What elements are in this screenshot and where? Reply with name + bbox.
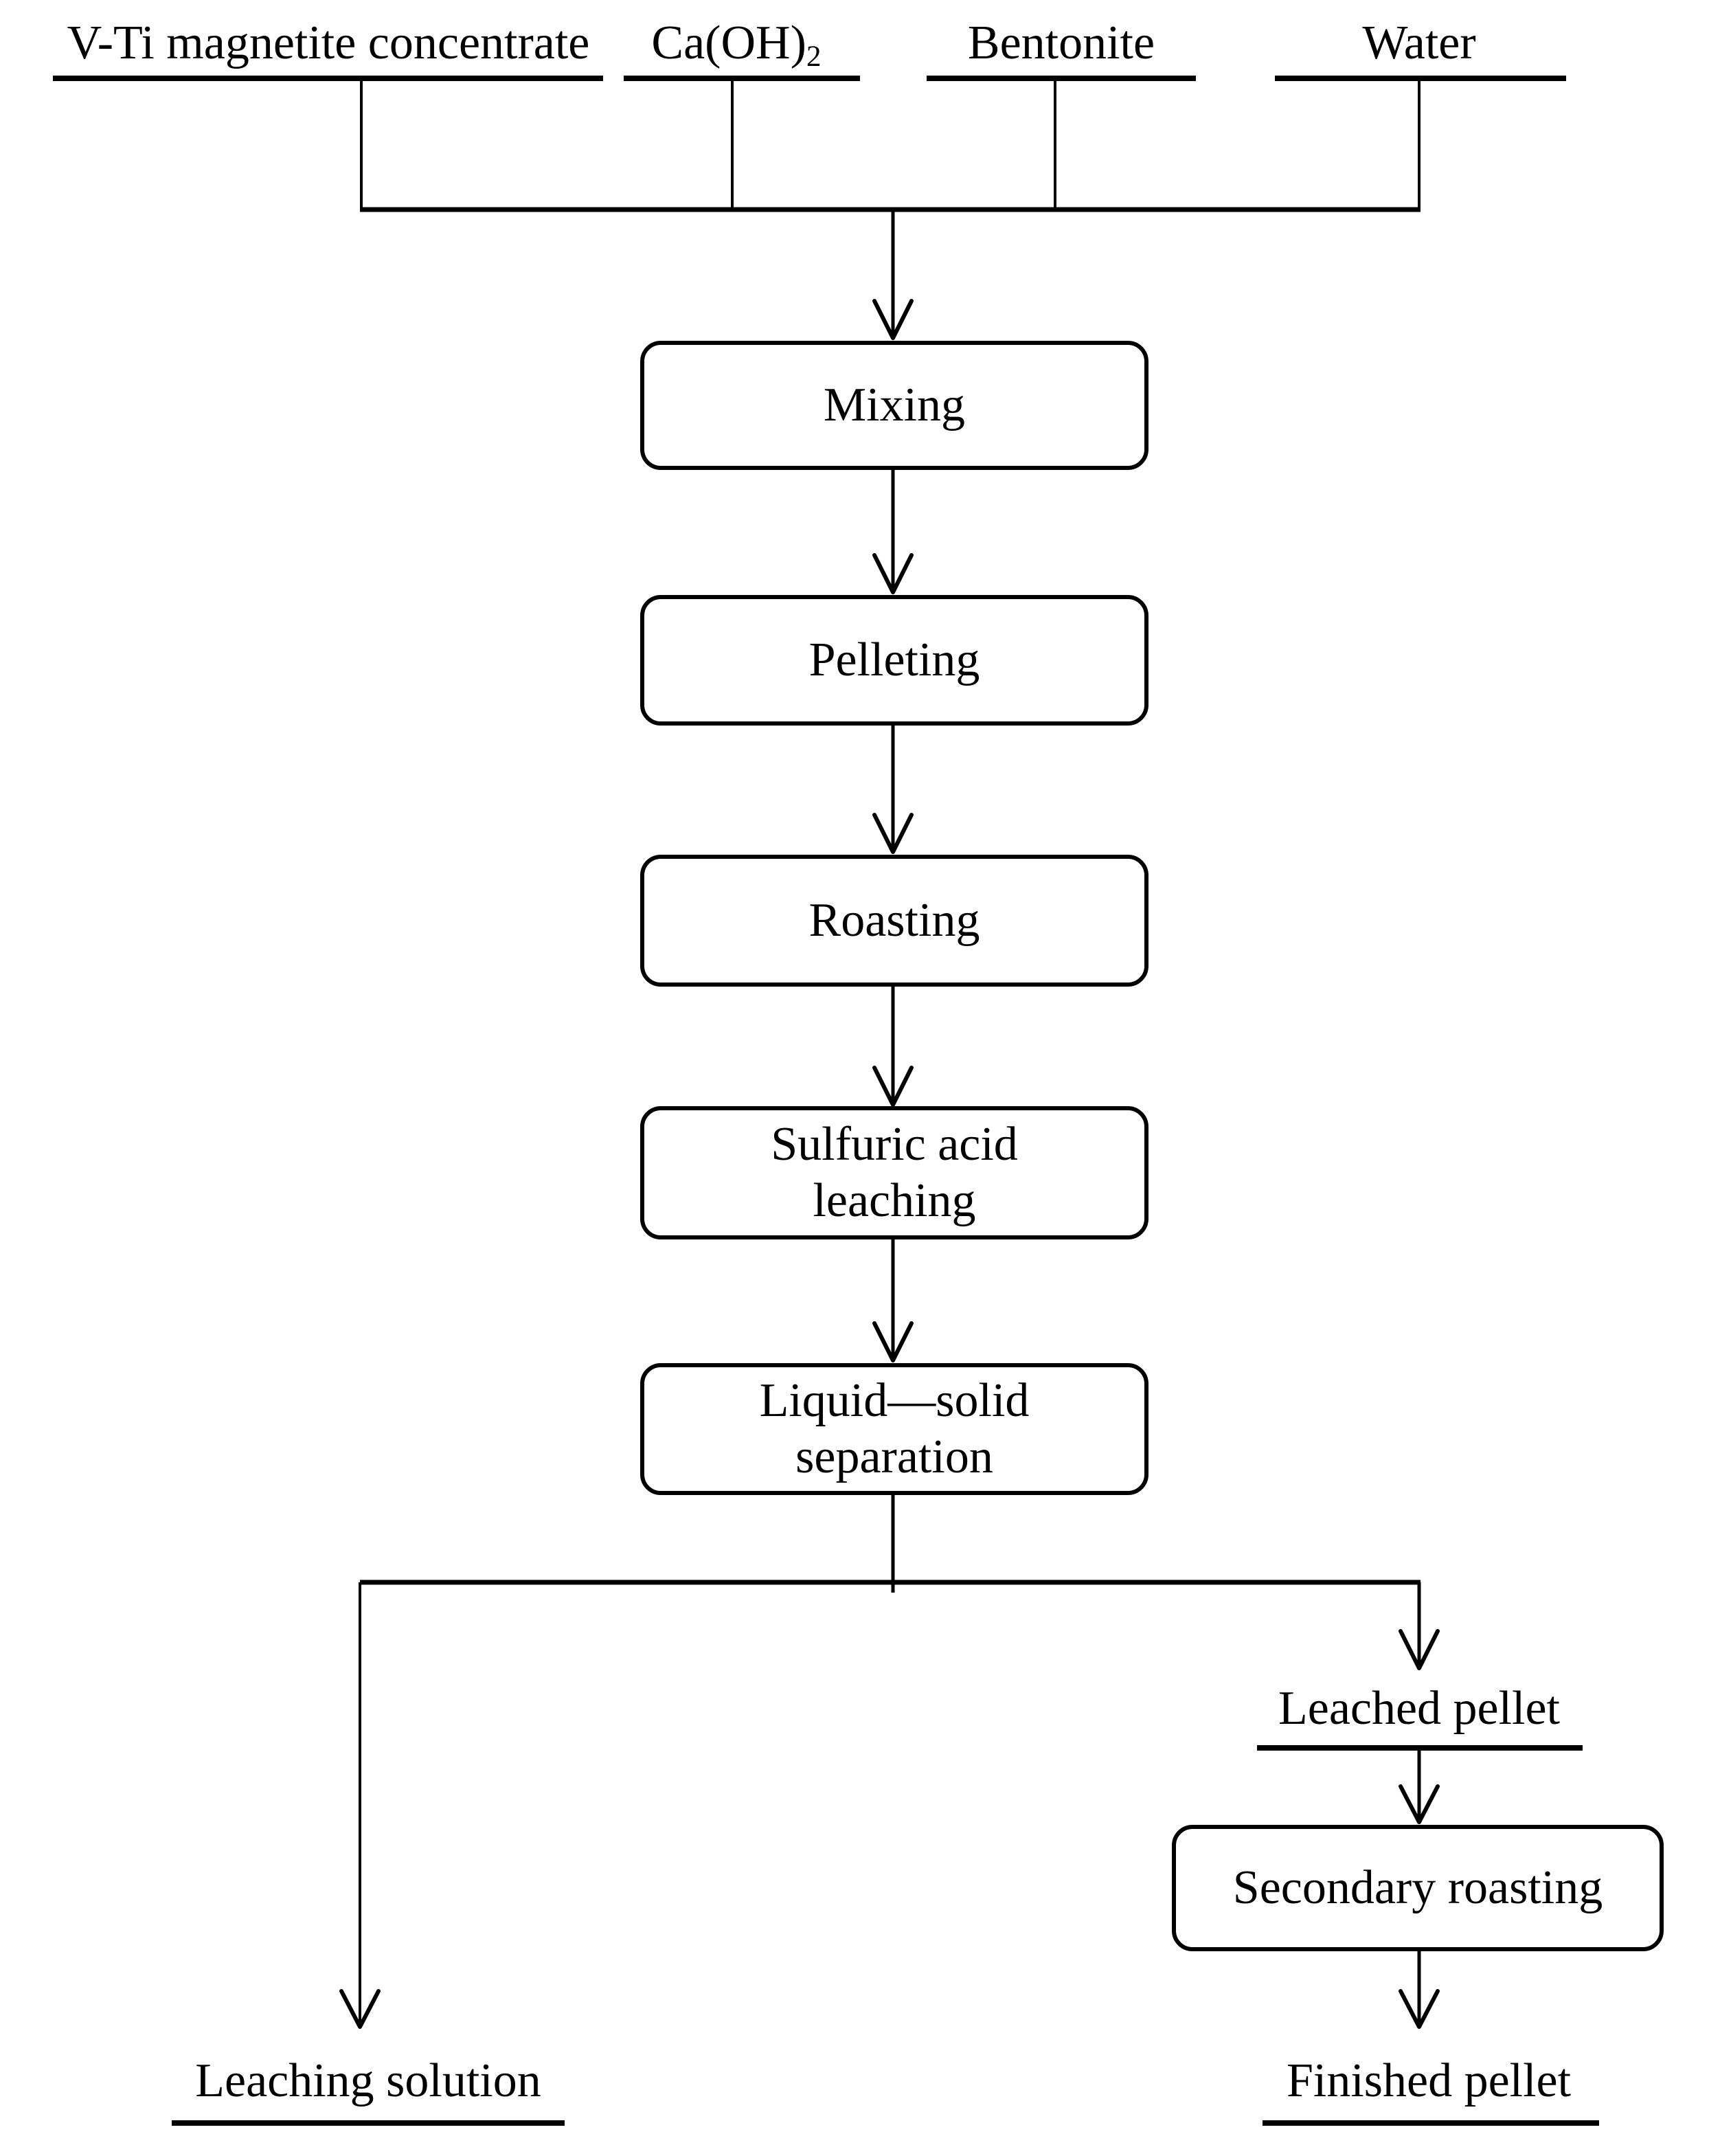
- output-label-finished-pellet: Finished pellet: [1286, 2054, 1572, 2107]
- output-label-leaching-solution: Leaching solution: [195, 2054, 541, 2107]
- step-box-pelleting: Pelleting: [640, 595, 1148, 726]
- underline-leaching-solution: [172, 2120, 565, 2126]
- arrow-head-separation: [872, 1321, 914, 1362]
- source-label-bentonite: Bentonite: [967, 16, 1155, 69]
- arrow-head-leached-pellet: [1399, 1629, 1440, 1670]
- underline-finished-pellet: [1263, 2120, 1599, 2126]
- step-label-pelleting: Pelleting: [808, 633, 980, 687]
- step-box-roasting: Roasting: [640, 855, 1148, 987]
- step-box-secondary-roasting: Secondary roasting: [1172, 1825, 1664, 1951]
- underline-leached-pellet: [1257, 1745, 1583, 1751]
- source-label-water: Water: [1362, 16, 1476, 69]
- arrow-head-pelleting: [872, 553, 914, 594]
- step-box-liquid-solid-separation: Liquid—solid separation: [640, 1363, 1148, 1495]
- step-label-secondary-roasting: Secondary roasting: [1232, 1861, 1603, 1915]
- arrow-head-mixing: [872, 299, 914, 340]
- step-label-liquid-solid-separation: Liquid—solid separation: [759, 1374, 1030, 1483]
- arrow-head-roasting: [872, 813, 914, 854]
- output-label-leached-pellet: Leached pellet: [1278, 1682, 1561, 1735]
- arrow-head-sulfuric: [872, 1066, 914, 1107]
- underline-bentonite: [927, 76, 1196, 81]
- underline-vti: [53, 76, 603, 81]
- underline-caoh2: [624, 76, 860, 81]
- underline-water: [1275, 76, 1566, 81]
- arrow-head-leaching-solution: [339, 1989, 381, 2029]
- caoh2-subscript: 2: [806, 39, 822, 73]
- step-label-roasting: Roasting: [808, 894, 980, 947]
- arrow-head-finished: [1399, 1989, 1440, 2029]
- step-box-sulfuric-acid-leaching: Sulfuric acid leaching: [640, 1106, 1148, 1239]
- step-label-sulfuric-acid-leaching: Sulfuric acid leaching: [771, 1118, 1018, 1227]
- step-label-mixing: Mixing: [823, 379, 966, 432]
- source-label-caoh2: Ca(OH)2: [651, 16, 822, 73]
- arrow-head-secondary: [1399, 1784, 1440, 1824]
- step-box-mixing: Mixing: [640, 341, 1148, 470]
- caoh2-formula-text: Ca(OH): [651, 16, 806, 69]
- source-label-vti-magnetite-concentrate: V-Ti magnetite concentrate: [67, 16, 590, 69]
